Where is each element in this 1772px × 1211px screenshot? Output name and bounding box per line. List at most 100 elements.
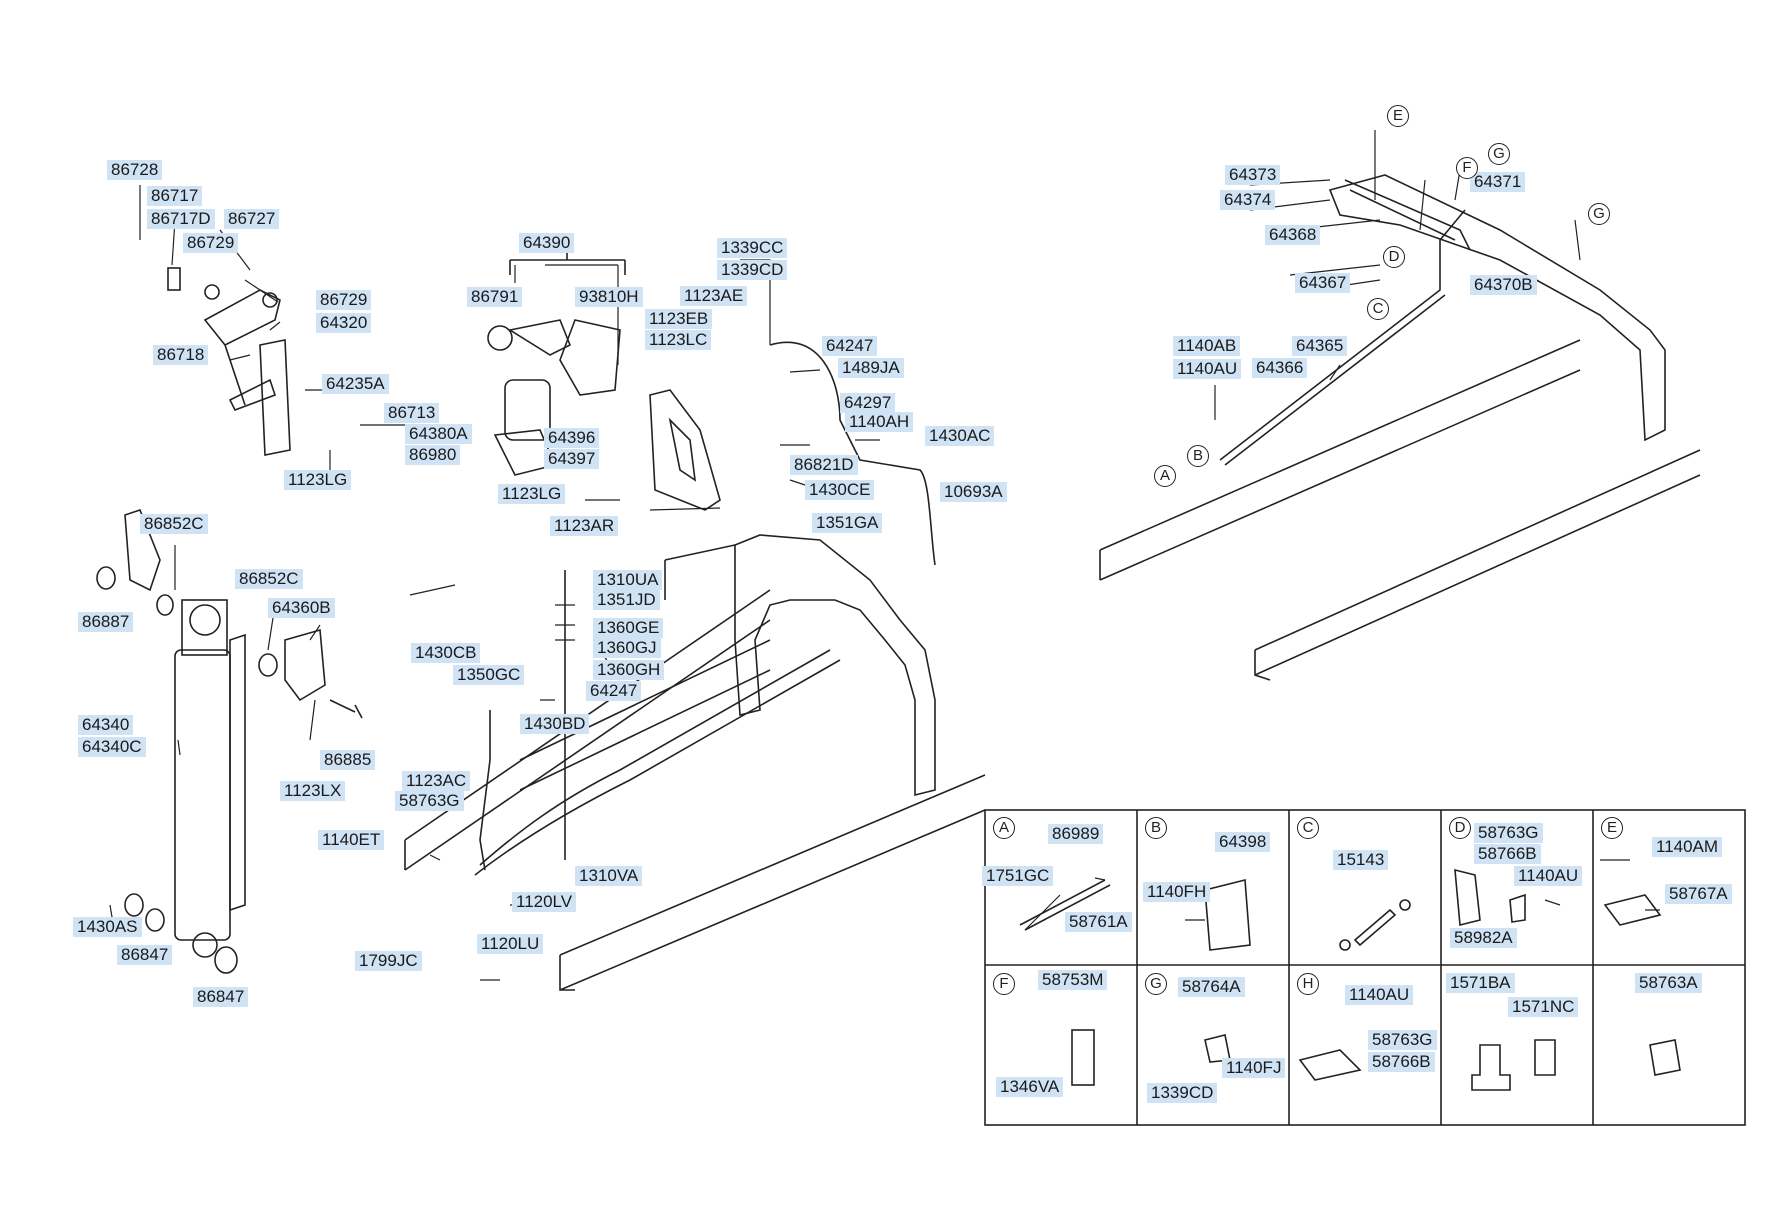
cable-1 — [479, 710, 491, 871]
part-label-1350GC: 1350GC — [453, 665, 525, 685]
part-label-86847-b: 86847 — [193, 987, 249, 1007]
part-label-64320: 64320 — [316, 313, 372, 333]
cylinder-rail — [229, 633, 246, 912]
part-label-1120LV: 1120LV — [512, 892, 577, 912]
part-label-86885: 86885 — [320, 750, 376, 770]
part-label-64380A: 64380A — [405, 424, 472, 444]
part-label-86989: 86989 — [1048, 824, 1104, 844]
part-label-1123AC: 1123AC — [402, 771, 471, 791]
part-label-64366: 64366 — [1252, 358, 1308, 378]
callout-letter-A: A — [1154, 465, 1176, 487]
part-label-58761A: 58761A — [1065, 912, 1132, 932]
part-label-1430CE: 1430CE — [805, 480, 875, 500]
part-label-58767A: 58767A — [1665, 884, 1732, 904]
frame-side — [519, 544, 771, 791]
detail-table — [984, 809, 1746, 1126]
part-label-1140AM: 1140AM — [1652, 837, 1723, 857]
part-label-1351GA: 1351GA — [812, 513, 883, 533]
part-label-1140AU-b: 1140AU — [1514, 866, 1583, 886]
part-label-1123AR: 1123AR — [550, 516, 619, 536]
hydraulic-hose — [769, 341, 936, 566]
part-label-1123LC: 1123LC — [645, 330, 712, 350]
part-label-64396: 64396 — [544, 428, 600, 448]
knob-86791 — [487, 325, 513, 351]
part-label-1339CD-b: 1339CD — [1147, 1083, 1218, 1103]
part-label-58982A: 58982A — [1450, 928, 1517, 948]
part-label-86729-b: 86729 — [316, 290, 372, 310]
part-label-86980: 86980 — [405, 445, 461, 465]
bolt-86885 — [329, 699, 363, 719]
part-label-64297: 64297 — [840, 393, 896, 413]
part-label-64390: 64390 — [519, 233, 575, 253]
part-label-86821D: 86821D — [790, 455, 858, 475]
part-label-64370B: 64370B — [1470, 275, 1537, 295]
part-label-64368: 64368 — [1265, 225, 1321, 245]
part-label-86791: 86791 — [467, 287, 523, 307]
spring-86718 — [224, 344, 246, 406]
bracket-64360B — [284, 628, 326, 702]
bracket-58982A — [1454, 868, 1481, 927]
detail-cell-letter-D: D — [1449, 817, 1471, 839]
part-label-64398: 64398 — [1215, 832, 1271, 852]
brake-line-main-2 — [474, 659, 841, 876]
part-label-1346VA: 1346VA — [996, 1077, 1064, 1097]
part-label-1140AB: 1140AB — [1173, 336, 1241, 356]
link-64320 — [203, 289, 281, 347]
detail-cell-letter-C: C — [1297, 817, 1319, 839]
part-label-86728: 86728 — [107, 160, 163, 180]
group-bracket-64390 — [509, 245, 626, 275]
part-label-64373: 64373 — [1225, 165, 1281, 185]
part-label-1489JA: 1489JA — [838, 358, 904, 378]
plate-64396 — [649, 389, 721, 511]
part-label-1123AE: 1123AE — [680, 286, 748, 306]
callout-letter-B: B — [1187, 445, 1209, 467]
part-label-1360GJ: 1360GJ — [593, 638, 661, 658]
part-label-1140AH: 1140AH — [845, 412, 914, 432]
part-label-1140AU-c: 1140AU — [1345, 985, 1414, 1005]
part-label-1123EB: 1123EB — [645, 309, 713, 329]
part-label-64365: 64365 — [1292, 336, 1348, 356]
pump-motor — [504, 379, 551, 441]
sleeve-86717 — [167, 267, 181, 291]
hose-86989 — [1019, 879, 1106, 926]
part-label-1571BA: 1571BA — [1446, 973, 1515, 993]
part-label-1123LG-b: 1123LG — [498, 484, 566, 504]
part-label-64247-b: 64247 — [586, 681, 642, 701]
detail-cell-letter-F: F — [993, 973, 1015, 995]
detail-grid — [985, 810, 1745, 1125]
part-label-64247-a: 64247 — [822, 336, 878, 356]
bracket-H — [1298, 1049, 1362, 1081]
part-label-58763G-a: 58763G — [395, 791, 464, 811]
part-label-1430AS: 1430AS — [73, 917, 142, 937]
part-label-64235A: 64235A — [322, 374, 389, 394]
part-label-58753M: 58753M — [1038, 970, 1108, 990]
part-label-1571NC: 1571NC — [1508, 997, 1579, 1017]
bracket-86852C — [124, 509, 161, 592]
pin-15143 — [1353, 908, 1397, 947]
part-label-1140ET: 1140ET — [318, 830, 385, 850]
part-label-58763G-c: 58763G — [1368, 1030, 1437, 1050]
part-label-64367: 64367 — [1295, 273, 1351, 293]
part-label-86718: 86718 — [153, 345, 209, 365]
part-label-1310UA: 1310UA — [593, 570, 663, 590]
block-58753M — [1071, 1029, 1095, 1086]
part-label-86852C-a: 86852C — [140, 514, 208, 534]
part-label-1310VA: 1310VA — [575, 866, 643, 886]
callout-letter-C: C — [1367, 298, 1389, 320]
part-label-86887: 86887 — [78, 612, 134, 632]
right-crossmember — [1328, 174, 1666, 442]
frame-crossmember — [734, 534, 936, 797]
part-label-1120LU: 1120LU — [477, 934, 544, 954]
brake-line-main — [479, 649, 831, 866]
frame-rail-lower — [559, 774, 986, 991]
part-label-1140FH: 1140FH — [1143, 882, 1211, 902]
bolt-1571NC — [1534, 1039, 1556, 1076]
callout-letter-G: G — [1488, 143, 1510, 165]
part-label-58766B-a: 58766B — [1474, 844, 1541, 864]
part-label-1339CC: 1339CC — [717, 238, 788, 258]
part-label-64397: 64397 — [544, 449, 600, 469]
part-label-1360GH: 1360GH — [593, 660, 665, 680]
part-label-1799JC: 1799JC — [355, 951, 422, 971]
